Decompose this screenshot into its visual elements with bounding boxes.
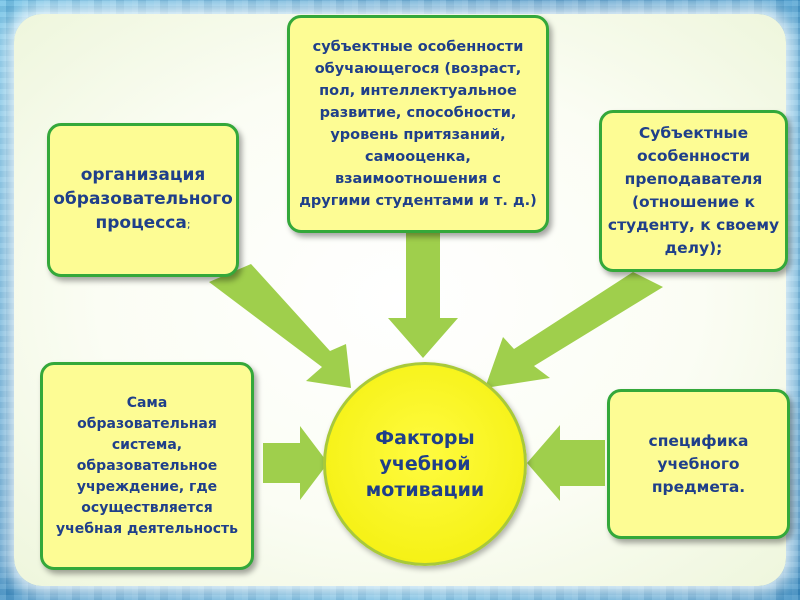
box-line: организация — [80, 165, 206, 185]
center-circle-motivation-factors: Факторы учебной мотивации — [323, 362, 527, 566]
box-line: делу); — [664, 239, 723, 257]
box-line: уровень притязаний, — [330, 127, 506, 143]
arrow-right-top — [485, 272, 663, 388]
box-line: специфика — [648, 431, 749, 450]
box-line: образовательная — [77, 415, 217, 432]
box-line: процесса; — [53, 211, 233, 237]
box-line: другими студентами и т. д.) — [299, 193, 537, 209]
box-line: пол, интеллектуальное — [319, 83, 517, 99]
center-line: Факторы — [375, 427, 475, 449]
box-line: самооценка, — [365, 149, 471, 165]
box-line-text: процесса — [95, 213, 187, 233]
arrow-left-top — [209, 264, 351, 388]
box-educational-process: организация образовательного процесса; — [47, 123, 239, 277]
box-line: развитие, способности, — [319, 105, 517, 121]
box-line: особенности — [637, 147, 750, 165]
box-line: обучающегося (возраст, — [314, 61, 522, 77]
box-line: учебная деятельность — [55, 520, 239, 537]
box-line: Субъектные — [638, 124, 749, 142]
box-line: образовательное — [76, 457, 218, 474]
box-line: система, — [111, 436, 183, 453]
box-line: студенту, к своему — [607, 216, 780, 234]
box-subject-specifics: специфика учебного предмета. — [607, 389, 790, 539]
box-line: (отношение к — [631, 193, 756, 211]
box-educational-system: Сама образовательная система, образовате… — [40, 362, 254, 570]
box-line: учебного — [657, 454, 740, 473]
box-line: Сама — [126, 394, 168, 411]
box-student-characteristics: субъектные особенности обучающегося (воз… — [287, 15, 549, 233]
arrow-right-bottom — [527, 425, 605, 501]
arrow-left-bottom — [263, 426, 328, 500]
box-line-suffix: ; — [186, 218, 191, 231]
center-line: мотивации — [365, 479, 485, 501]
box-teacher-characteristics: Субъектные особенности преподавателя (от… — [599, 110, 788, 272]
box-line: образовательного — [53, 189, 233, 209]
box-line: субъектные особенности — [312, 39, 524, 55]
box-line: учреждение, где — [76, 478, 218, 495]
arrow-top — [388, 232, 458, 358]
center-line: учебной — [379, 453, 471, 475]
box-line: предмета. — [651, 477, 746, 496]
box-line: преподавателя — [624, 170, 763, 188]
box-line: взаимоотношения с — [334, 171, 502, 187]
box-line: осуществляется — [81, 499, 213, 516]
